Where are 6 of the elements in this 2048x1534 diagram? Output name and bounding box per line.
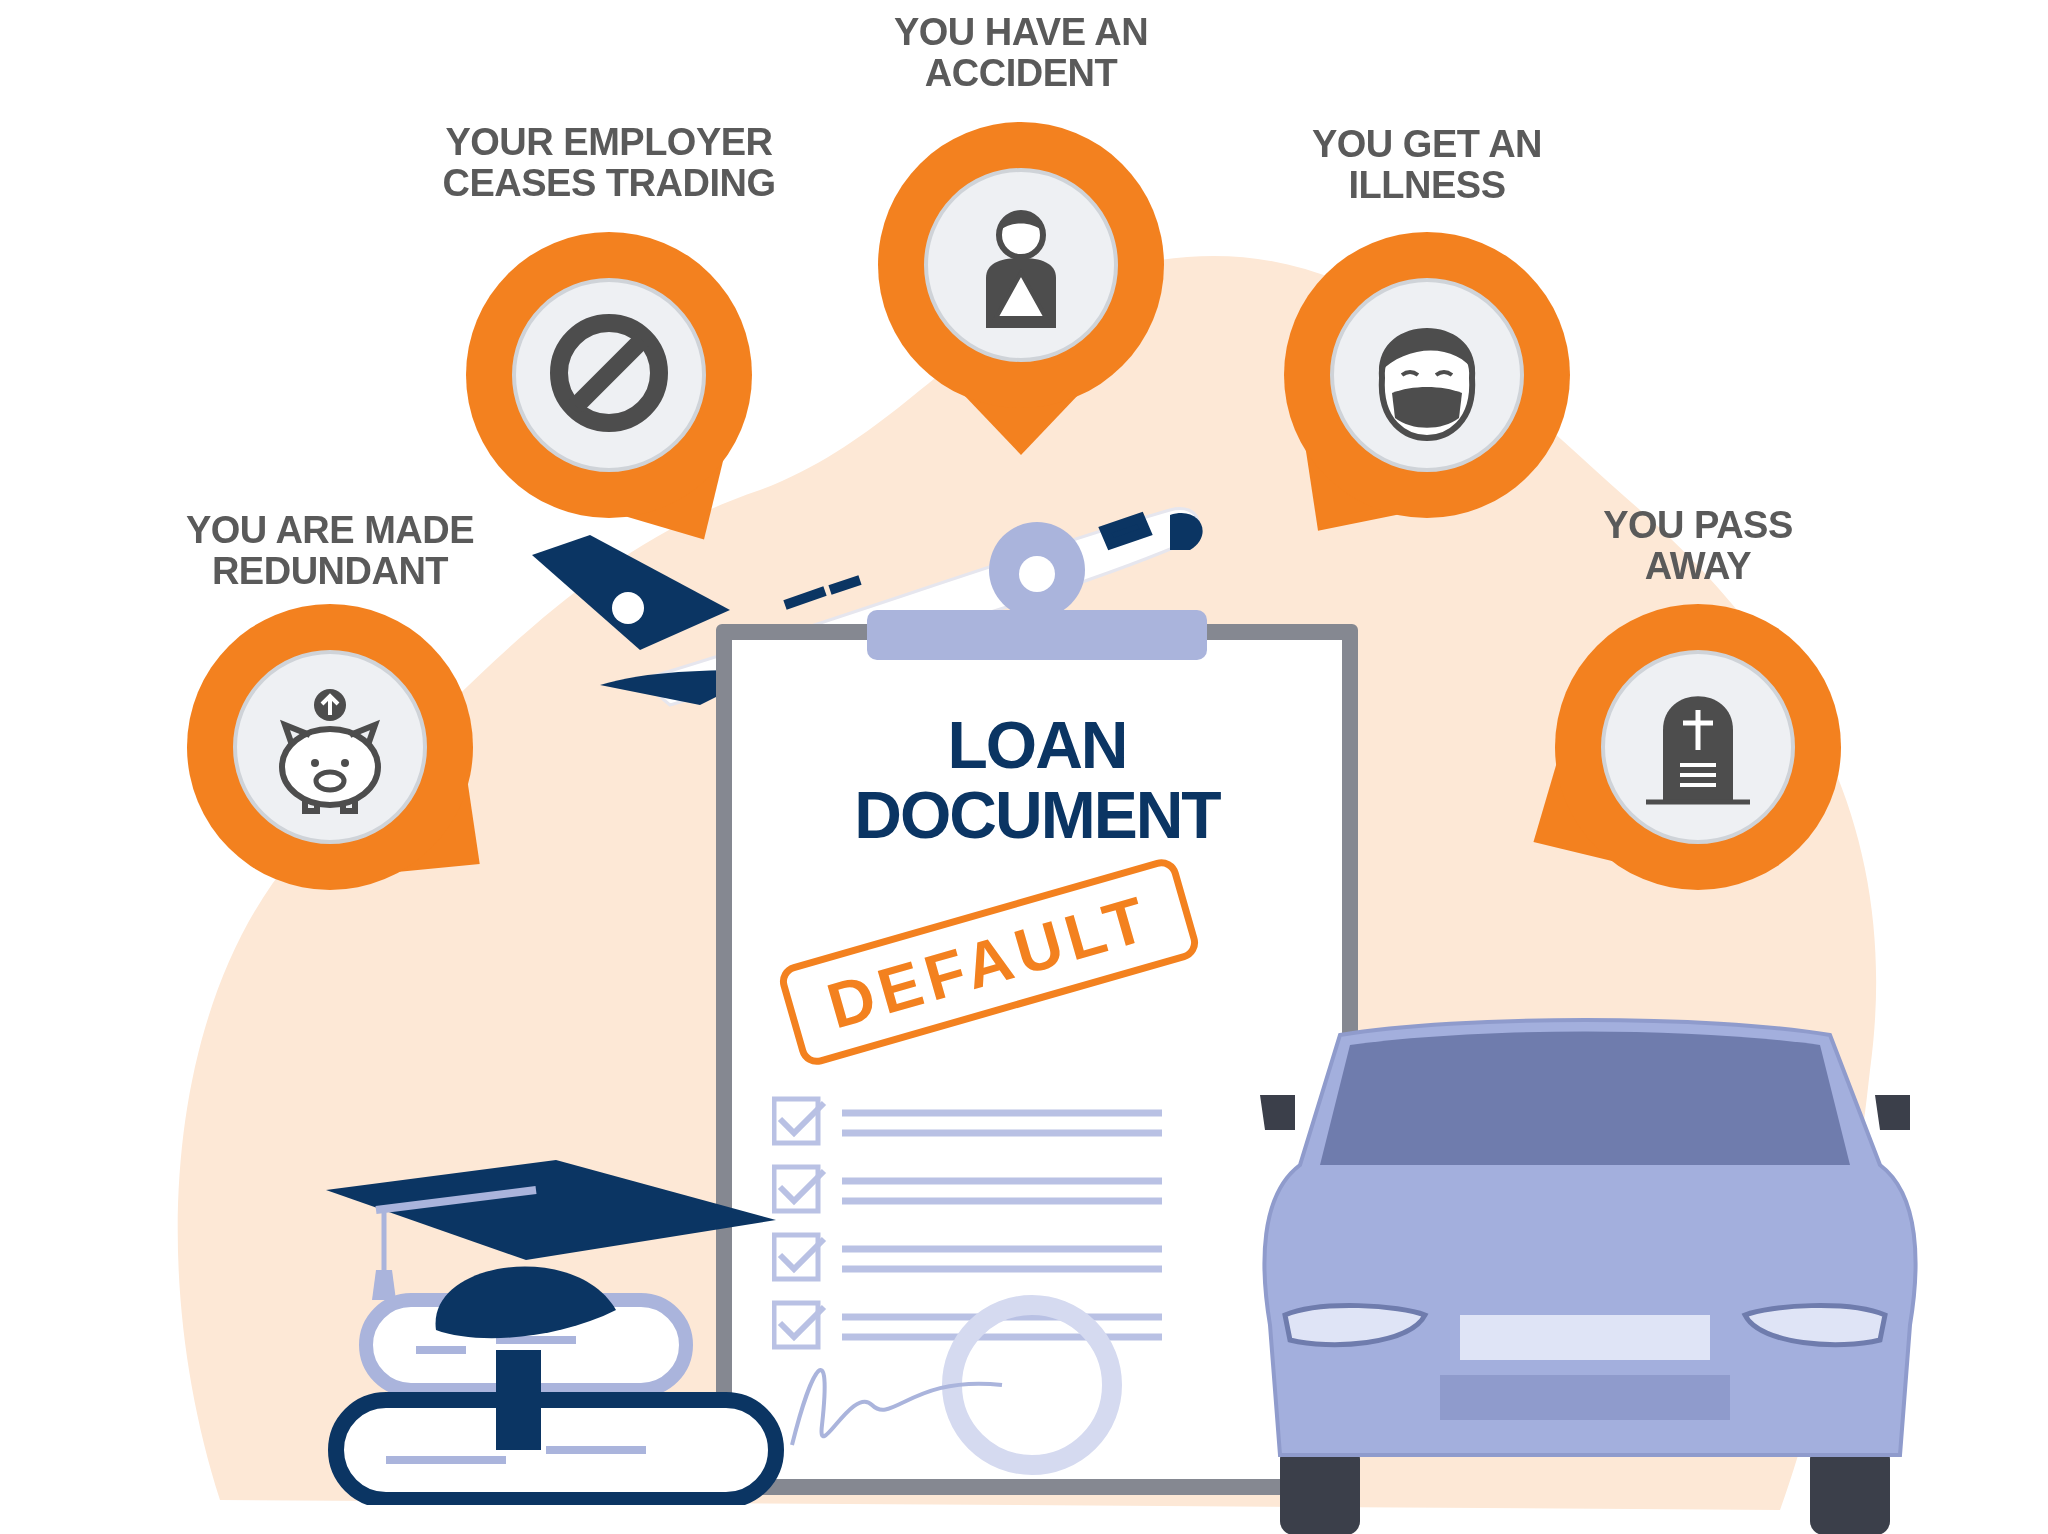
- document-title: LOAN DOCUMENT: [853, 710, 1222, 850]
- event-label: YOUR EMPLOYER CEASES TRADING: [441, 122, 777, 204]
- event-label: YOU HAVE AN ACCIDENT: [892, 12, 1150, 94]
- event-label: YOU PASS AWAY: [1602, 505, 1794, 587]
- event-label: YOU ARE MADE REDUNDANT: [184, 510, 476, 592]
- event-label: YOU GET AN ILLNESS: [1310, 124, 1544, 206]
